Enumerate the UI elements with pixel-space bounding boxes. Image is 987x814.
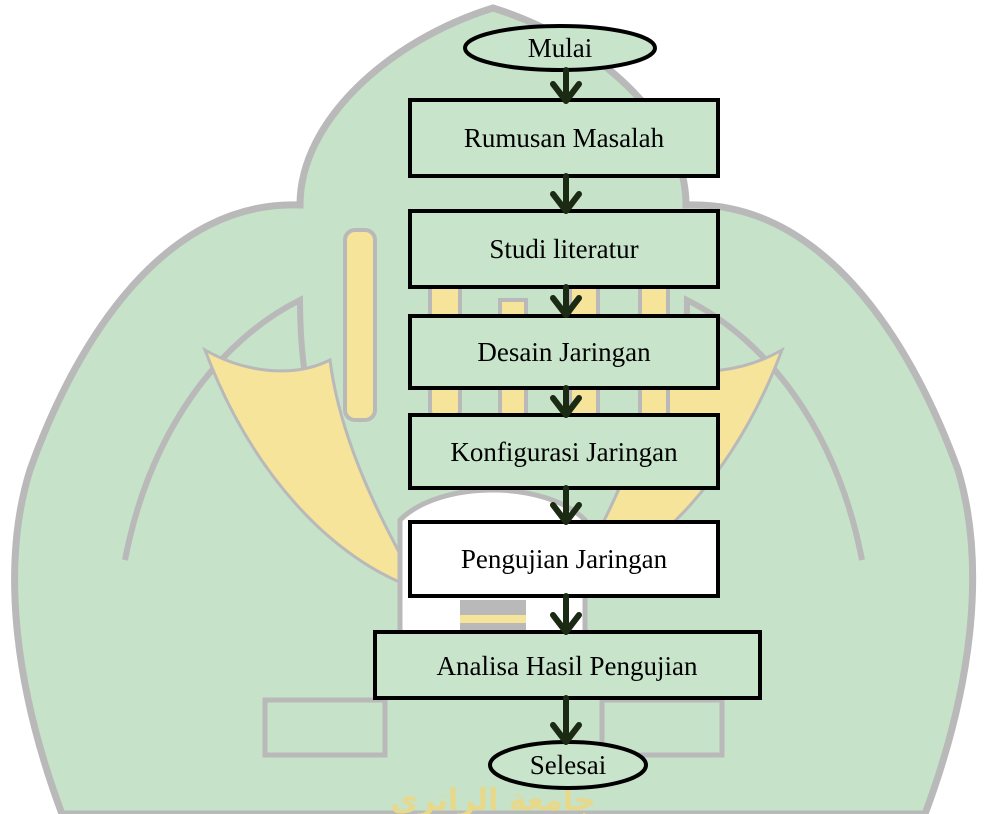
- step-pengujian-jaringan: Pengujian Jaringan: [408, 520, 720, 598]
- watermark-letter-u-left: [343, 228, 377, 422]
- step-label: Rumusan Masalah: [464, 123, 665, 153]
- arrow-analisa-to-selesai: [550, 695, 582, 745]
- arrow-konfigurasi-to-pengujian: [550, 485, 582, 525]
- step-konfigurasi-jaringan: Konfigurasi Jaringan: [408, 413, 720, 490]
- arrow-pengujian-to-analisa: [550, 593, 582, 635]
- step-box: [408, 209, 720, 289]
- step-label: Analisa Hasil Pengujian: [437, 651, 698, 681]
- start-terminal: Mulai: [463, 24, 657, 72]
- step-rumusan-masalah: Rumusan Masalah: [408, 98, 720, 178]
- start-label: Mulai: [528, 33, 593, 63]
- watermark-shield: [11, 4, 977, 814]
- end-terminal: Selesai: [488, 740, 648, 790]
- arrow-rumusan-to-studi: [550, 173, 582, 214]
- arrow-start-to-rumusan: [550, 67, 582, 104]
- arrow-desain-to-konfigurasi: [550, 385, 582, 418]
- start-ellipse: [463, 24, 657, 72]
- flowchart: Mulai Rumusan Masalah Studi literatur De…: [373, 24, 762, 790]
- step-label: Studi literatur: [489, 234, 638, 264]
- step-desain-jaringan: Desain Jaringan: [408, 314, 720, 390]
- step-studi-literatur: Studi literatur: [408, 209, 720, 289]
- arrow-studi-to-desain: [550, 284, 582, 318]
- connectors: [550, 67, 582, 745]
- watermark-kaaba-band: [460, 615, 526, 623]
- step-box: [408, 413, 720, 490]
- step-box: [408, 98, 720, 178]
- end-label: Selesai: [530, 750, 606, 780]
- watermark-base-left: [262, 697, 388, 758]
- step-analisa-hasil-pengujian: Analisa Hasil Pengujian: [373, 630, 762, 700]
- step-label: Desain Jaringan: [477, 337, 651, 367]
- step-label: Pengujian Jaringan: [461, 544, 668, 574]
- watermark-left-wing: [202, 346, 424, 593]
- step-label: Konfigurasi Jaringan: [450, 437, 678, 467]
